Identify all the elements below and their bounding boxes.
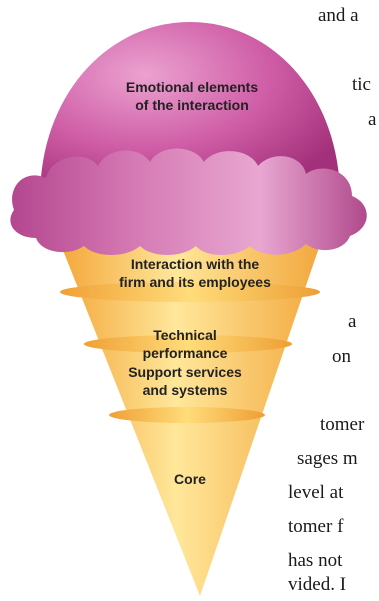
text-fragment: sages m [297, 448, 358, 469]
cone-ring-1 [60, 282, 320, 302]
layer-label-core: Core [174, 471, 206, 487]
layer-label-emotional: Emotional elements of the interaction [125, 79, 259, 113]
layer-label-interaction: Interaction with the firm and its employ… [119, 256, 271, 290]
scoop-ruffle [10, 148, 367, 255]
text-fragment: on [332, 346, 351, 367]
text-fragment: a [368, 109, 377, 130]
text-fragment: a [348, 311, 357, 332]
text-fragment: has not [288, 550, 343, 571]
text-fragment: level at [288, 482, 344, 503]
cone-ring-3 [109, 407, 265, 423]
text-fragment: tomer f [288, 516, 344, 537]
cone-ring-2 [84, 335, 292, 353]
layer-label-support: Support services and systems [128, 364, 242, 398]
text-fragment: tomer [320, 414, 365, 435]
text-fragment: tic [352, 74, 371, 95]
layer-label-technical: Technical performance [142, 327, 228, 361]
text-fragment: vided. I [288, 574, 347, 595]
text-fragment: and a [318, 5, 359, 26]
